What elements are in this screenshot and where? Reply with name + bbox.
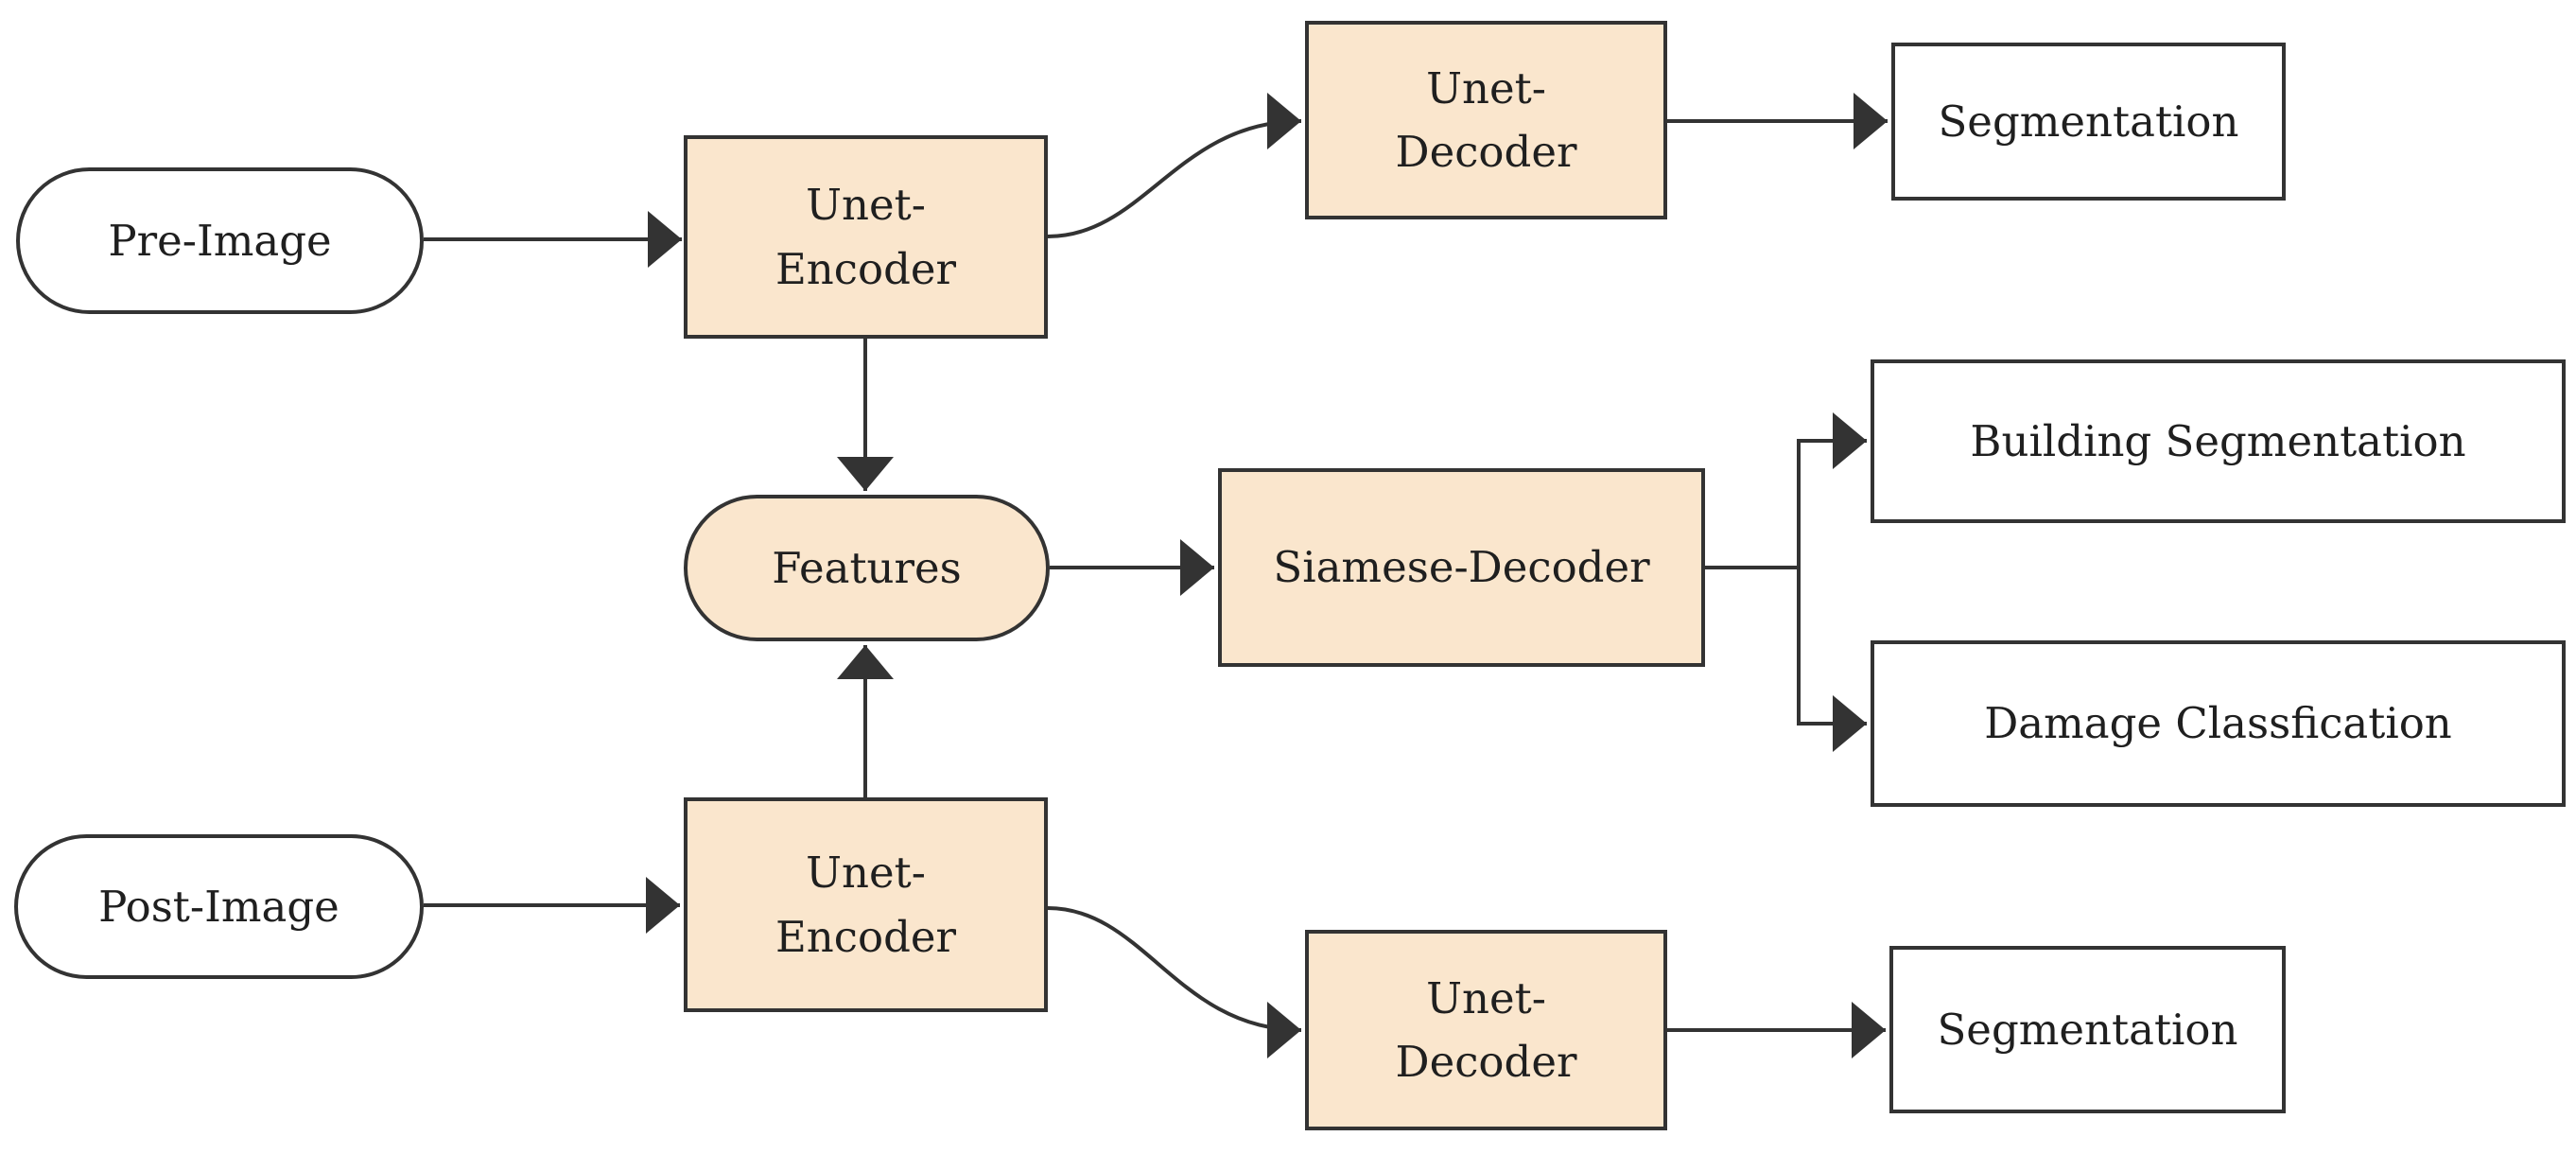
node-unet-encoder-top: Unet- Encoder: [684, 135, 1048, 339]
label-line: Unet-: [806, 180, 926, 230]
label-text: Building Segmentation: [1970, 415, 2466, 466]
label-text: Pre-Image: [108, 215, 332, 266]
label-text: Segmentation: [1937, 1004, 2238, 1055]
node-label: Siamese-Decoder: [1273, 535, 1649, 600]
node-label: Post-Image: [98, 875, 339, 939]
node-pre-image: Pre-Image: [16, 167, 424, 314]
label-text: Features: [772, 542, 962, 593]
node-label: Segmentation: [1938, 90, 2238, 154]
label-line: Unet-: [1426, 972, 1546, 1023]
label-line: Decoder: [1395, 1037, 1577, 1087]
edge-siamese-decoder-to-damage-classification: [1797, 568, 1867, 752]
edge-unet-encoder-bottom-to-unet-decoder-bottom: [1047, 906, 1302, 1058]
node-unet-decoder-bottom: Unet- Decoder: [1305, 930, 1667, 1130]
node-label: Segmentation: [1937, 998, 2237, 1062]
node-building-segmentation: Building Segmentation: [1871, 359, 2566, 523]
node-segmentation-top: Segmentation: [1891, 43, 2286, 201]
node-unet-encoder-bottom: Unet- Encoder: [684, 797, 1048, 1012]
node-features: Features: [684, 495, 1050, 641]
node-label: Unet- Decoder: [1396, 57, 1577, 184]
label-line: Unet-: [1426, 62, 1546, 114]
node-segmentation-bottom: Segmentation: [1889, 946, 2286, 1113]
node-unet-decoder-top: Unet- Decoder: [1305, 21, 1667, 219]
node-damage-classification: Damage Classfication: [1871, 640, 2566, 807]
label-line: Unet-: [806, 848, 926, 898]
node-label: Unet- Decoder: [1396, 967, 1577, 1094]
node-label: Pre-Image: [108, 209, 331, 273]
label-line: Decoder: [1395, 127, 1577, 177]
node-label: Unet- Encoder: [775, 841, 956, 969]
label-line: Encoder: [775, 243, 957, 294]
node-post-image: Post-Image: [14, 834, 424, 979]
label-text: Segmentation: [1938, 96, 2239, 147]
label-text: Post-Image: [98, 881, 339, 932]
label-line: Encoder: [775, 911, 957, 962]
node-label: Features: [772, 536, 962, 601]
node-label: Damage Classfication: [1984, 691, 2452, 756]
edge-unet-encoder-top-to-unet-decoder-top: [1047, 93, 1302, 238]
label-text: Damage Classfication: [1984, 698, 2452, 749]
node-siamese-decoder: Siamese-Decoder: [1218, 468, 1705, 667]
node-label: Unet- Encoder: [775, 173, 956, 301]
node-label: Building Segmentation: [1970, 410, 2465, 474]
label-text: Siamese-Decoder: [1273, 542, 1650, 593]
edge-siamese-decoder-to-building-segmentation: [1797, 412, 1867, 568]
